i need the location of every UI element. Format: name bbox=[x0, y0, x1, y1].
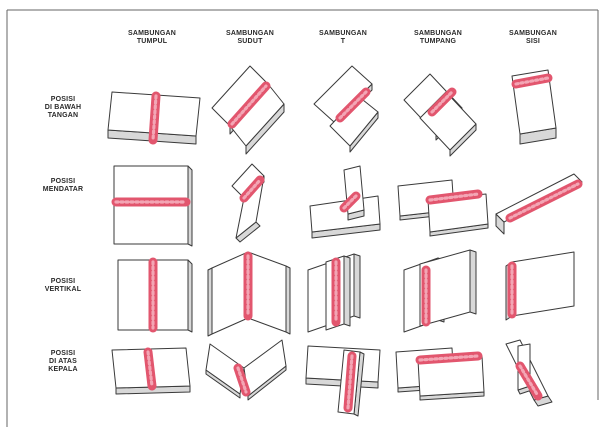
edge-vertical-plate bbox=[512, 252, 574, 316]
weld-illustrations bbox=[108, 66, 582, 416]
corner-vertical-plate-b bbox=[248, 252, 286, 332]
corner-vertical-plate-a-edge bbox=[208, 268, 212, 336]
butt-horizontal-plate-edge bbox=[188, 166, 192, 246]
butt-vertical-plate-edge bbox=[188, 260, 192, 332]
corner-overhead-plate-b bbox=[244, 340, 286, 396]
corner-vertical-plate-b-edge bbox=[286, 266, 290, 334]
tee-vertical-plate-b-edge bbox=[344, 256, 350, 326]
tee-vertical-plate-a-edge bbox=[354, 254, 360, 318]
lap-vertical-plate-b-edge bbox=[470, 250, 476, 314]
corner-vertical-plate-a bbox=[212, 252, 248, 334]
